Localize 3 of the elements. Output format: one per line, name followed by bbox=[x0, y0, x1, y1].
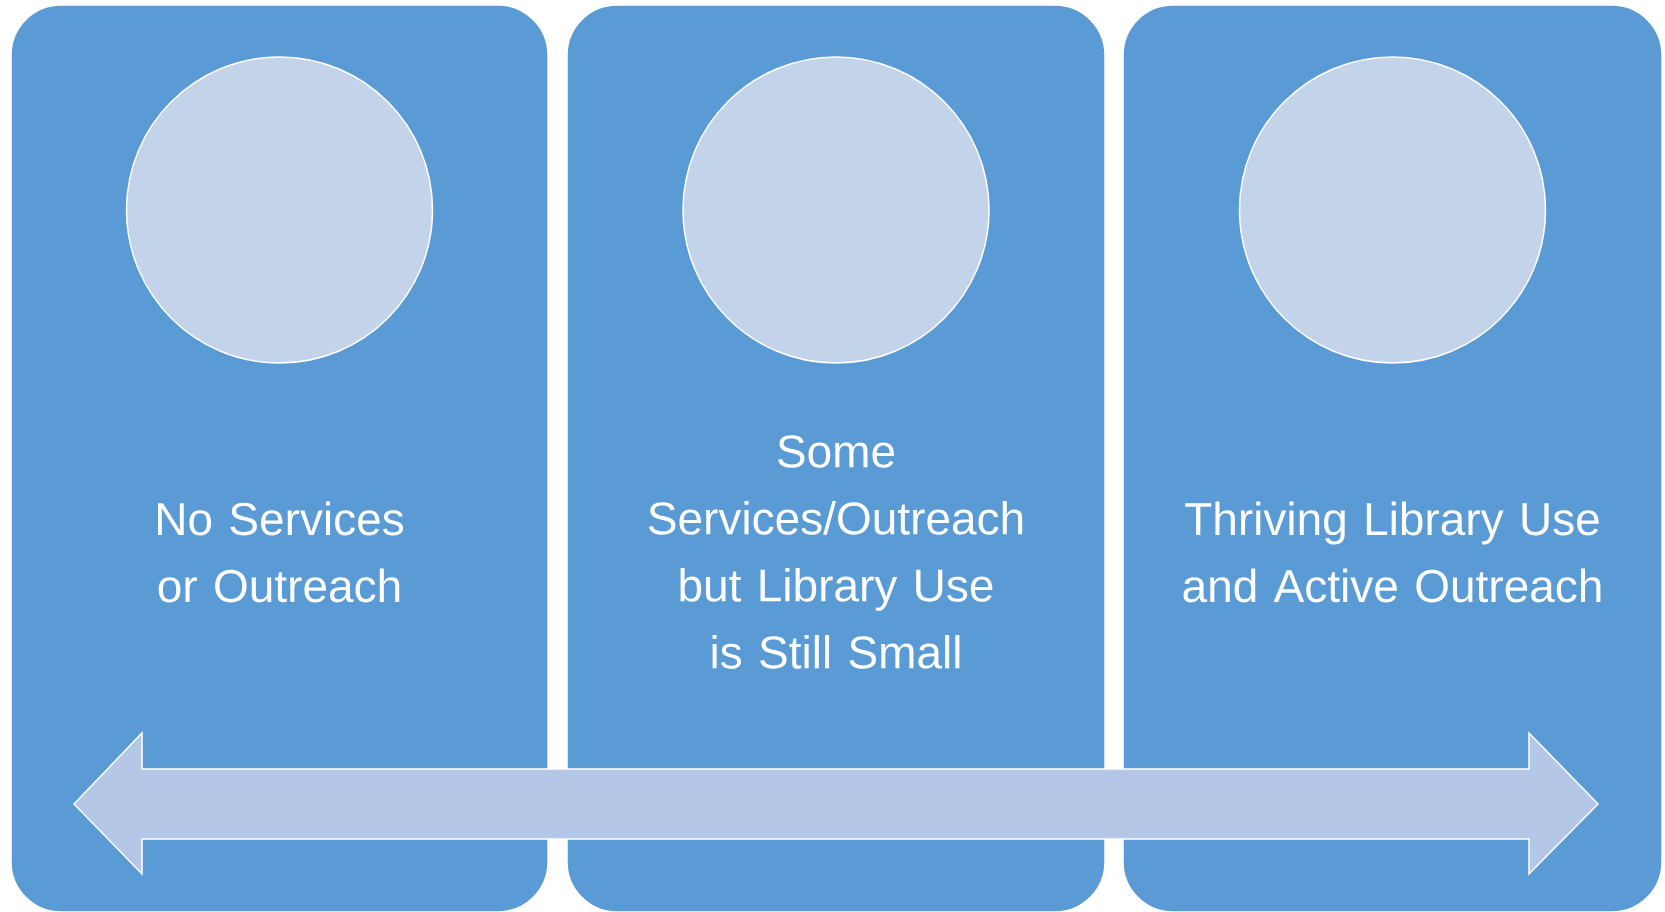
circle bbox=[682, 56, 990, 364]
circle bbox=[125, 56, 434, 364]
circle bbox=[1238, 56, 1547, 364]
